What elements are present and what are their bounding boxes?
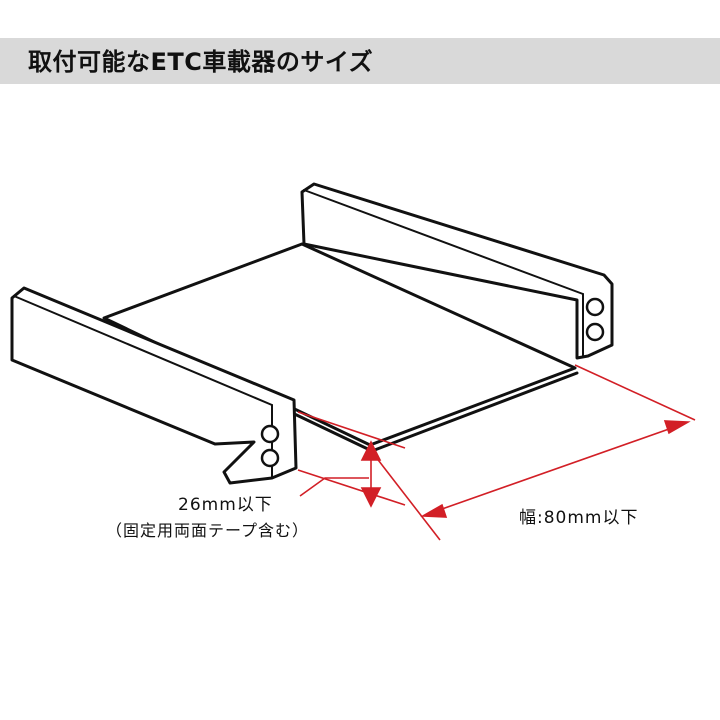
leader-line — [299, 477, 369, 497]
page-title: 取付可能なETC車載器のサイズ — [28, 48, 374, 76]
mount-hole-front-upper — [260, 424, 280, 444]
arrowhead — [663, 420, 691, 435]
width-dimension-label: 幅:80mm以下 — [519, 508, 639, 528]
extension-line — [297, 469, 406, 506]
bracket-front-wall — [10, 286, 298, 485]
height-dimension-label: 26mm以下 — [178, 495, 273, 515]
title-bar — [0, 38, 720, 84]
mount-hole-front-lower — [260, 448, 280, 468]
mount-hole-back-lower — [585, 322, 605, 342]
arrowhead — [360, 440, 382, 461]
arrowhead — [420, 503, 448, 518]
width-dimension-line — [424, 422, 687, 516]
arrowhead — [360, 487, 382, 508]
mount-hole-back-upper — [585, 297, 605, 317]
bracket-back-wall — [300, 182, 614, 360]
extension-line — [574, 364, 696, 421]
extension-line — [371, 451, 441, 541]
height-dimension-note: （固定用両面テープ含む） — [106, 521, 310, 540]
extension-line — [297, 411, 406, 449]
